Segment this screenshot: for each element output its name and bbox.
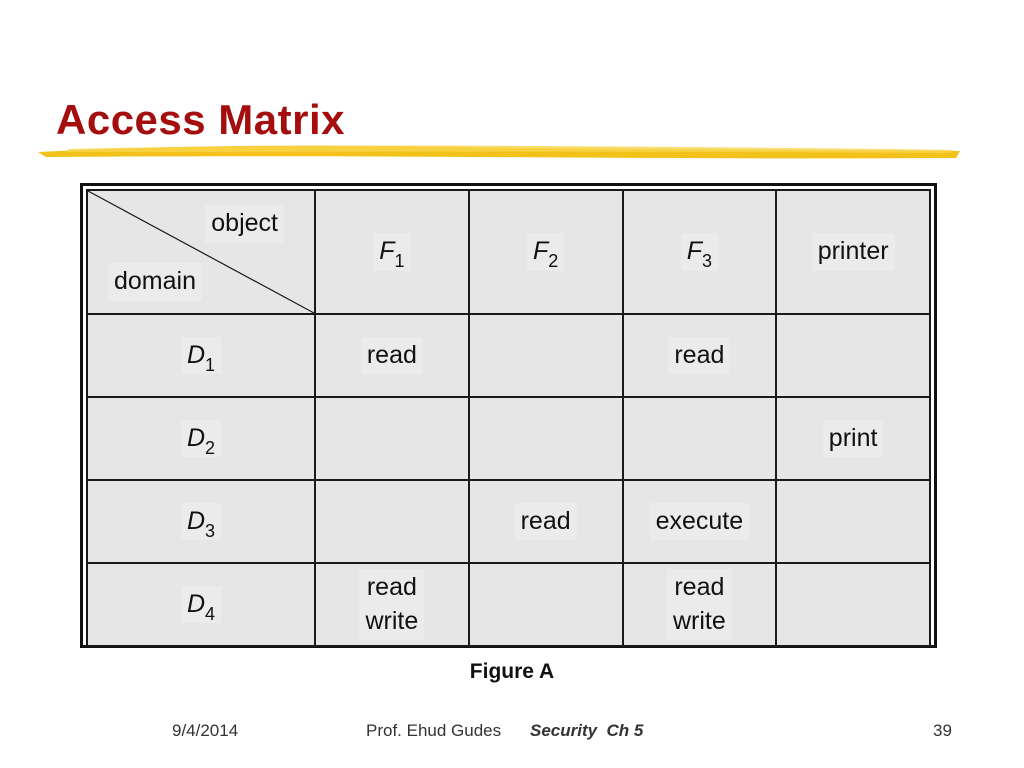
column-header-f1: F1 <box>314 189 470 315</box>
cell-d4-printer <box>775 562 931 647</box>
slide-title: Access Matrix <box>56 96 345 143</box>
cell-d3-f2: read <box>467 479 624 564</box>
cell-d4-f2 <box>467 562 624 647</box>
row-header-d4: D4 <box>86 562 316 647</box>
column-header-printer: printer <box>775 189 931 315</box>
corner-cell: object domain <box>86 189 316 315</box>
cell-d2-f3 <box>621 396 778 481</box>
access-matrix-table: object domain F1 F2 F3 printer D1 read r… <box>86 189 931 647</box>
footer-course: Security Ch 5 <box>530 721 644 740</box>
cell-d1-f1: read <box>314 313 470 398</box>
table-row-d3: D3 read execute <box>86 479 931 564</box>
cell-d3-printer <box>775 479 931 564</box>
object-axis-label: object <box>205 205 284 243</box>
slide-number: 39 <box>933 721 952 740</box>
cell-d1-f3: read <box>621 313 778 398</box>
domain-axis-label: domain <box>108 263 202 301</box>
table-row-d2: D2 print <box>86 396 931 481</box>
table-row-d1: D1 read read <box>86 313 931 398</box>
diagonal-divider <box>88 191 314 313</box>
row-header-d1: D1 <box>86 313 316 398</box>
column-header-f2: F2 <box>467 189 624 315</box>
figure-caption: Figure A <box>469 660 555 683</box>
column-header-f3: F3 <box>621 189 778 315</box>
title-underline-brushstroke <box>38 145 960 159</box>
row-header-d3: D3 <box>86 479 316 564</box>
cell-d1-printer <box>775 313 931 398</box>
cell-d2-f2 <box>467 396 624 481</box>
cell-d3-f1 <box>314 479 470 564</box>
cell-d2-f1 <box>314 396 470 481</box>
access-matrix: object domain F1 F2 F3 printer D1 read r… <box>80 183 937 648</box>
cell-d1-f2 <box>467 313 624 398</box>
footer-date: 9/4/2014 <box>172 721 239 740</box>
cell-d3-f3: execute <box>621 479 778 564</box>
header-row: object domain F1 F2 F3 printer <box>86 189 931 315</box>
cell-d2-printer: print <box>775 396 931 481</box>
row-header-d2: D2 <box>86 396 316 481</box>
footer-author: Prof. Ehud Gudes <box>366 721 502 740</box>
